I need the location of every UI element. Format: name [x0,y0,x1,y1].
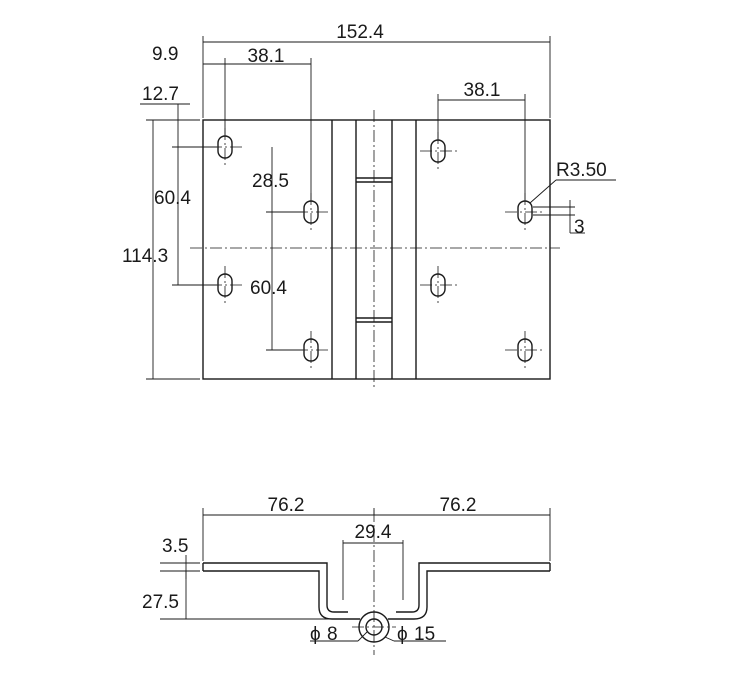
hinge-profile-inner [388,570,550,620]
dim-label-hole-spacing-right: 38.1 [464,80,501,101]
slot-hole [420,132,460,170]
hinge-profile-outer [396,562,550,613]
dimension-slot-length: 3 [533,200,585,238]
hinge-profile-outer [203,562,348,613]
dimension-pin-diameter: ϕ 8 [310,624,368,645]
slot-hole [420,266,460,304]
dimension-top-offset: 12.7 [140,84,217,150]
dim-label-half-width-left: 76.2 [268,495,305,516]
dimension-half-widths: 76.2 76.2 [202,495,551,561]
dimension-overall-width: 152.4 [202,22,551,118]
dim-label-drop-height: 27.5 [142,592,179,613]
dim-label-pin-diameter: 8 [327,624,338,645]
dim-label-top-offset: 12.7 [142,84,179,105]
dimension-hole-spacing-right: 38.1 [437,80,526,200]
dim-label-overall-height: 114.3 [122,246,168,267]
dimension-drop-height: 27.5 [142,571,340,620]
dim-label-slot-length: 3 [574,217,585,238]
dimension-slot-radius: R3.50 [529,160,616,204]
hinge-plate-outline [202,119,551,380]
dim-label-vertical-pitch-left: 60.4 [154,188,191,209]
dim-label-knuckle-width: 29.4 [355,522,392,543]
top-view: 152.4 9.9 38.1 38.1 12.7 1 [122,22,616,388]
dimension-thickness: 3.5 [160,536,200,579]
side-view: 76.2 76.2 29.4 3.5 27.5 ϕ 8 [142,495,551,655]
dimension-vertical-pitch-left: 60.4 [154,150,217,286]
dim-label-slot-radius: R3.50 [556,160,607,181]
dimension-vertical-pitch-inner: 60.4 [250,212,303,351]
dim-label-inner-offset: 28.5 [252,171,289,192]
dim-label-overall-width: 152.4 [336,22,384,43]
dimension-knuckle-width: 29.4 [342,522,404,600]
dimension-knuckle-diameter: ϕ 15 [384,624,446,645]
dim-label-hole-spacing-left: 38.1 [248,46,285,67]
dim-label-vertical-pitch-inner: 60.4 [250,278,287,299]
diameter-symbol: ϕ [397,624,408,645]
diameter-symbol: ϕ [310,624,321,645]
dim-label-thickness: 3.5 [162,536,188,557]
dimension-hole-spacing-left: 9.9 38.1 [152,44,312,200]
slot-hole [505,331,545,369]
dim-label-half-width-right: 76.2 [440,495,477,516]
dimension-overall-height: 114.3 [122,119,200,380]
dim-label-knuckle-diameter: 15 [414,624,435,645]
dim-label-edge-to-hole: 9.9 [152,44,178,65]
dimension-inner-offset: 28.5 [252,147,303,213]
